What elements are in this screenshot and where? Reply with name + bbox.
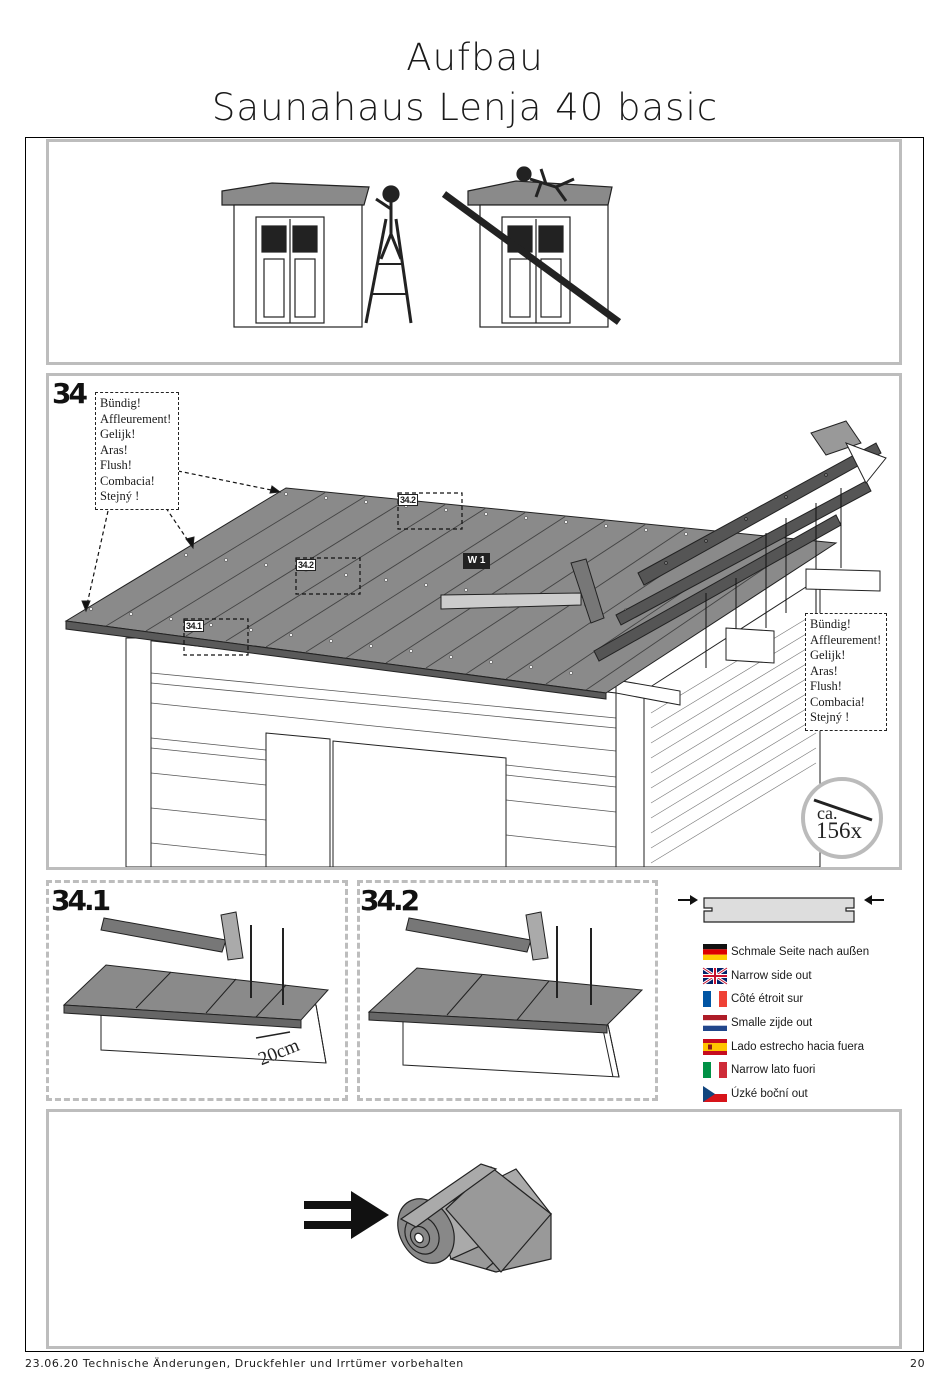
- legend-row-it: Narrow lato fuori: [703, 1061, 815, 1079]
- board-orientation-diagram: [678, 895, 884, 923]
- legend-text: Narrow lato fuori: [731, 1064, 816, 1076]
- roof-assembly-illustration: [64, 420, 887, 867]
- legend-row-gb: Narrow side out: [702, 966, 812, 986]
- roofing-felt-illustration: [304, 1163, 552, 1273]
- safety-panel: [46, 139, 902, 365]
- product-title: Saunahaus Lenja 40 basic: [211, 86, 719, 129]
- detail-label-34-2-a: 34.2: [398, 494, 418, 506]
- note-line: Stejný !: [810, 710, 850, 724]
- page-number: 20: [910, 1357, 926, 1370]
- note-line: Affleurement!: [810, 632, 882, 647]
- flush-note-left: Bündig! Affleurement! Gelijk! Aras! Flus…: [95, 392, 179, 510]
- note-line: Affleurement!: [100, 411, 172, 426]
- nail-count-badge: [801, 777, 883, 859]
- note-line: Bündig!: [100, 396, 141, 410]
- step-number: 34: [52, 377, 88, 410]
- nail-count-prefix: ca.: [817, 803, 838, 823]
- legend-text: Lado estrecho hacia fuera: [731, 1041, 864, 1053]
- footer-disclaimer: 23.06.20 Technische Änderungen, Druckfeh…: [25, 1357, 464, 1370]
- nail-count-value: 156x: [816, 818, 862, 843]
- note-line: Aras!: [100, 442, 128, 457]
- house-person-on-roof-crossed: [441, 166, 622, 328]
- note-line: Gelijk!: [100, 427, 136, 441]
- legend-row-nl: Smalle zijde out: [703, 1014, 812, 1032]
- legend-row-fr: Côté étroit sur: [703, 990, 803, 1008]
- roofing-felt-roll: [397, 1163, 552, 1273]
- detail-34-1-illustration: [62, 911, 330, 1064]
- note-line: Flush!: [100, 458, 132, 472]
- es-flag-icon: [703, 1039, 727, 1055]
- safety-illustration: [221, 166, 622, 328]
- part-label-w1: W 1: [463, 553, 490, 569]
- it-flag-icon: [703, 1062, 727, 1078]
- legend-row-cz: Úzké boční out: [703, 1085, 808, 1103]
- flush-note-right: Bündig! Affleurement! Gelijk! Aras! Flus…: [805, 613, 887, 731]
- legend-text: Schmale Seite nach außen: [731, 946, 870, 958]
- de-flag-icon: [703, 944, 727, 960]
- detail-label-34-2-b: 34.2: [296, 559, 316, 571]
- step-34-1-number: 34.1: [51, 884, 111, 917]
- step-34-2-number: 34.2: [360, 884, 420, 917]
- legend-row-es: Lado estrecho hacia fuera: [703, 1038, 864, 1056]
- note-line: Flush!: [810, 679, 842, 693]
- note-line: Gelijk!: [810, 648, 846, 662]
- legend-text: Smalle zijde out: [731, 1017, 813, 1029]
- nl-flag-icon: [703, 1015, 727, 1031]
- detail-34-2-illustration: [367, 911, 644, 1078]
- fr-flag-icon: [703, 991, 727, 1007]
- legend-text: Côté étroit sur: [731, 993, 804, 1005]
- double-arrow-icon: [304, 1191, 389, 1239]
- instruction-frame: [25, 137, 924, 1352]
- note-line: Stejný !: [100, 489, 140, 503]
- legend-text: Úzké boční out: [731, 1088, 808, 1100]
- page-title: Aufbau: [406, 36, 544, 79]
- legend-text: Narrow side out: [731, 970, 812, 982]
- note-line: Aras!: [810, 663, 838, 678]
- note-line: Combacia!: [100, 473, 155, 488]
- detail-label-34-1: 34.1: [184, 620, 204, 632]
- legend-row-de: Schmale Seite nach außen: [703, 943, 869, 961]
- house-with-ladder: [221, 182, 413, 328]
- note-line: Bündig!: [810, 617, 851, 631]
- cz-flag-icon: [703, 1086, 727, 1102]
- gb-flag-icon: [702, 966, 728, 986]
- note-line: Combacia!: [810, 694, 865, 709]
